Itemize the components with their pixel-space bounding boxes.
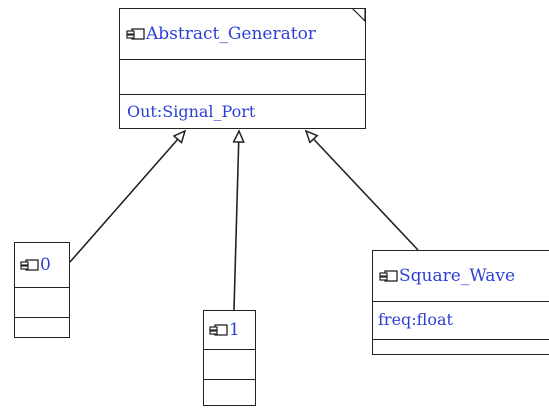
class-square-wave[interactable]: Square_Wave freq:float [372, 250, 549, 355]
freq-attribute: freq:float [378, 310, 453, 329]
component-icon [209, 324, 228, 336]
component-icon [20, 259, 39, 271]
component-icon [379, 270, 398, 282]
class-1[interactable]: 1 [203, 310, 256, 406]
class-name: Square_Wave [399, 266, 516, 286]
arrow-1-to-abstract-generator [234, 131, 239, 311]
component-icon [126, 28, 145, 40]
port-attribute: Out:Signal_Port [127, 102, 256, 121]
arrow-0-to-abstract-generator [69, 131, 185, 263]
class-name: Abstract_Generator [146, 24, 316, 44]
folded-corner [352, 8, 366, 22]
class-name: 0 [40, 255, 51, 275]
operations-compartment [15, 317, 69, 336]
attributes-compartment: freq:float [373, 301, 549, 339]
attributes-compartment [204, 349, 255, 379]
arrow-square-wave-to-abstract-generator [306, 131, 419, 251]
class-0[interactable]: 0 [14, 242, 70, 338]
class-name: 1 [229, 320, 240, 340]
attributes-compartment [120, 59, 365, 94]
operations-compartment [204, 379, 255, 409]
class-abstract-generator[interactable]: Abstract_Generator Out:Signal_Port [119, 8, 366, 129]
operations-compartment [373, 339, 549, 353]
generalization-arrows [69, 0, 419, 311]
attributes-compartment [15, 287, 69, 317]
operations-compartment: Out:Signal_Port [120, 94, 365, 127]
